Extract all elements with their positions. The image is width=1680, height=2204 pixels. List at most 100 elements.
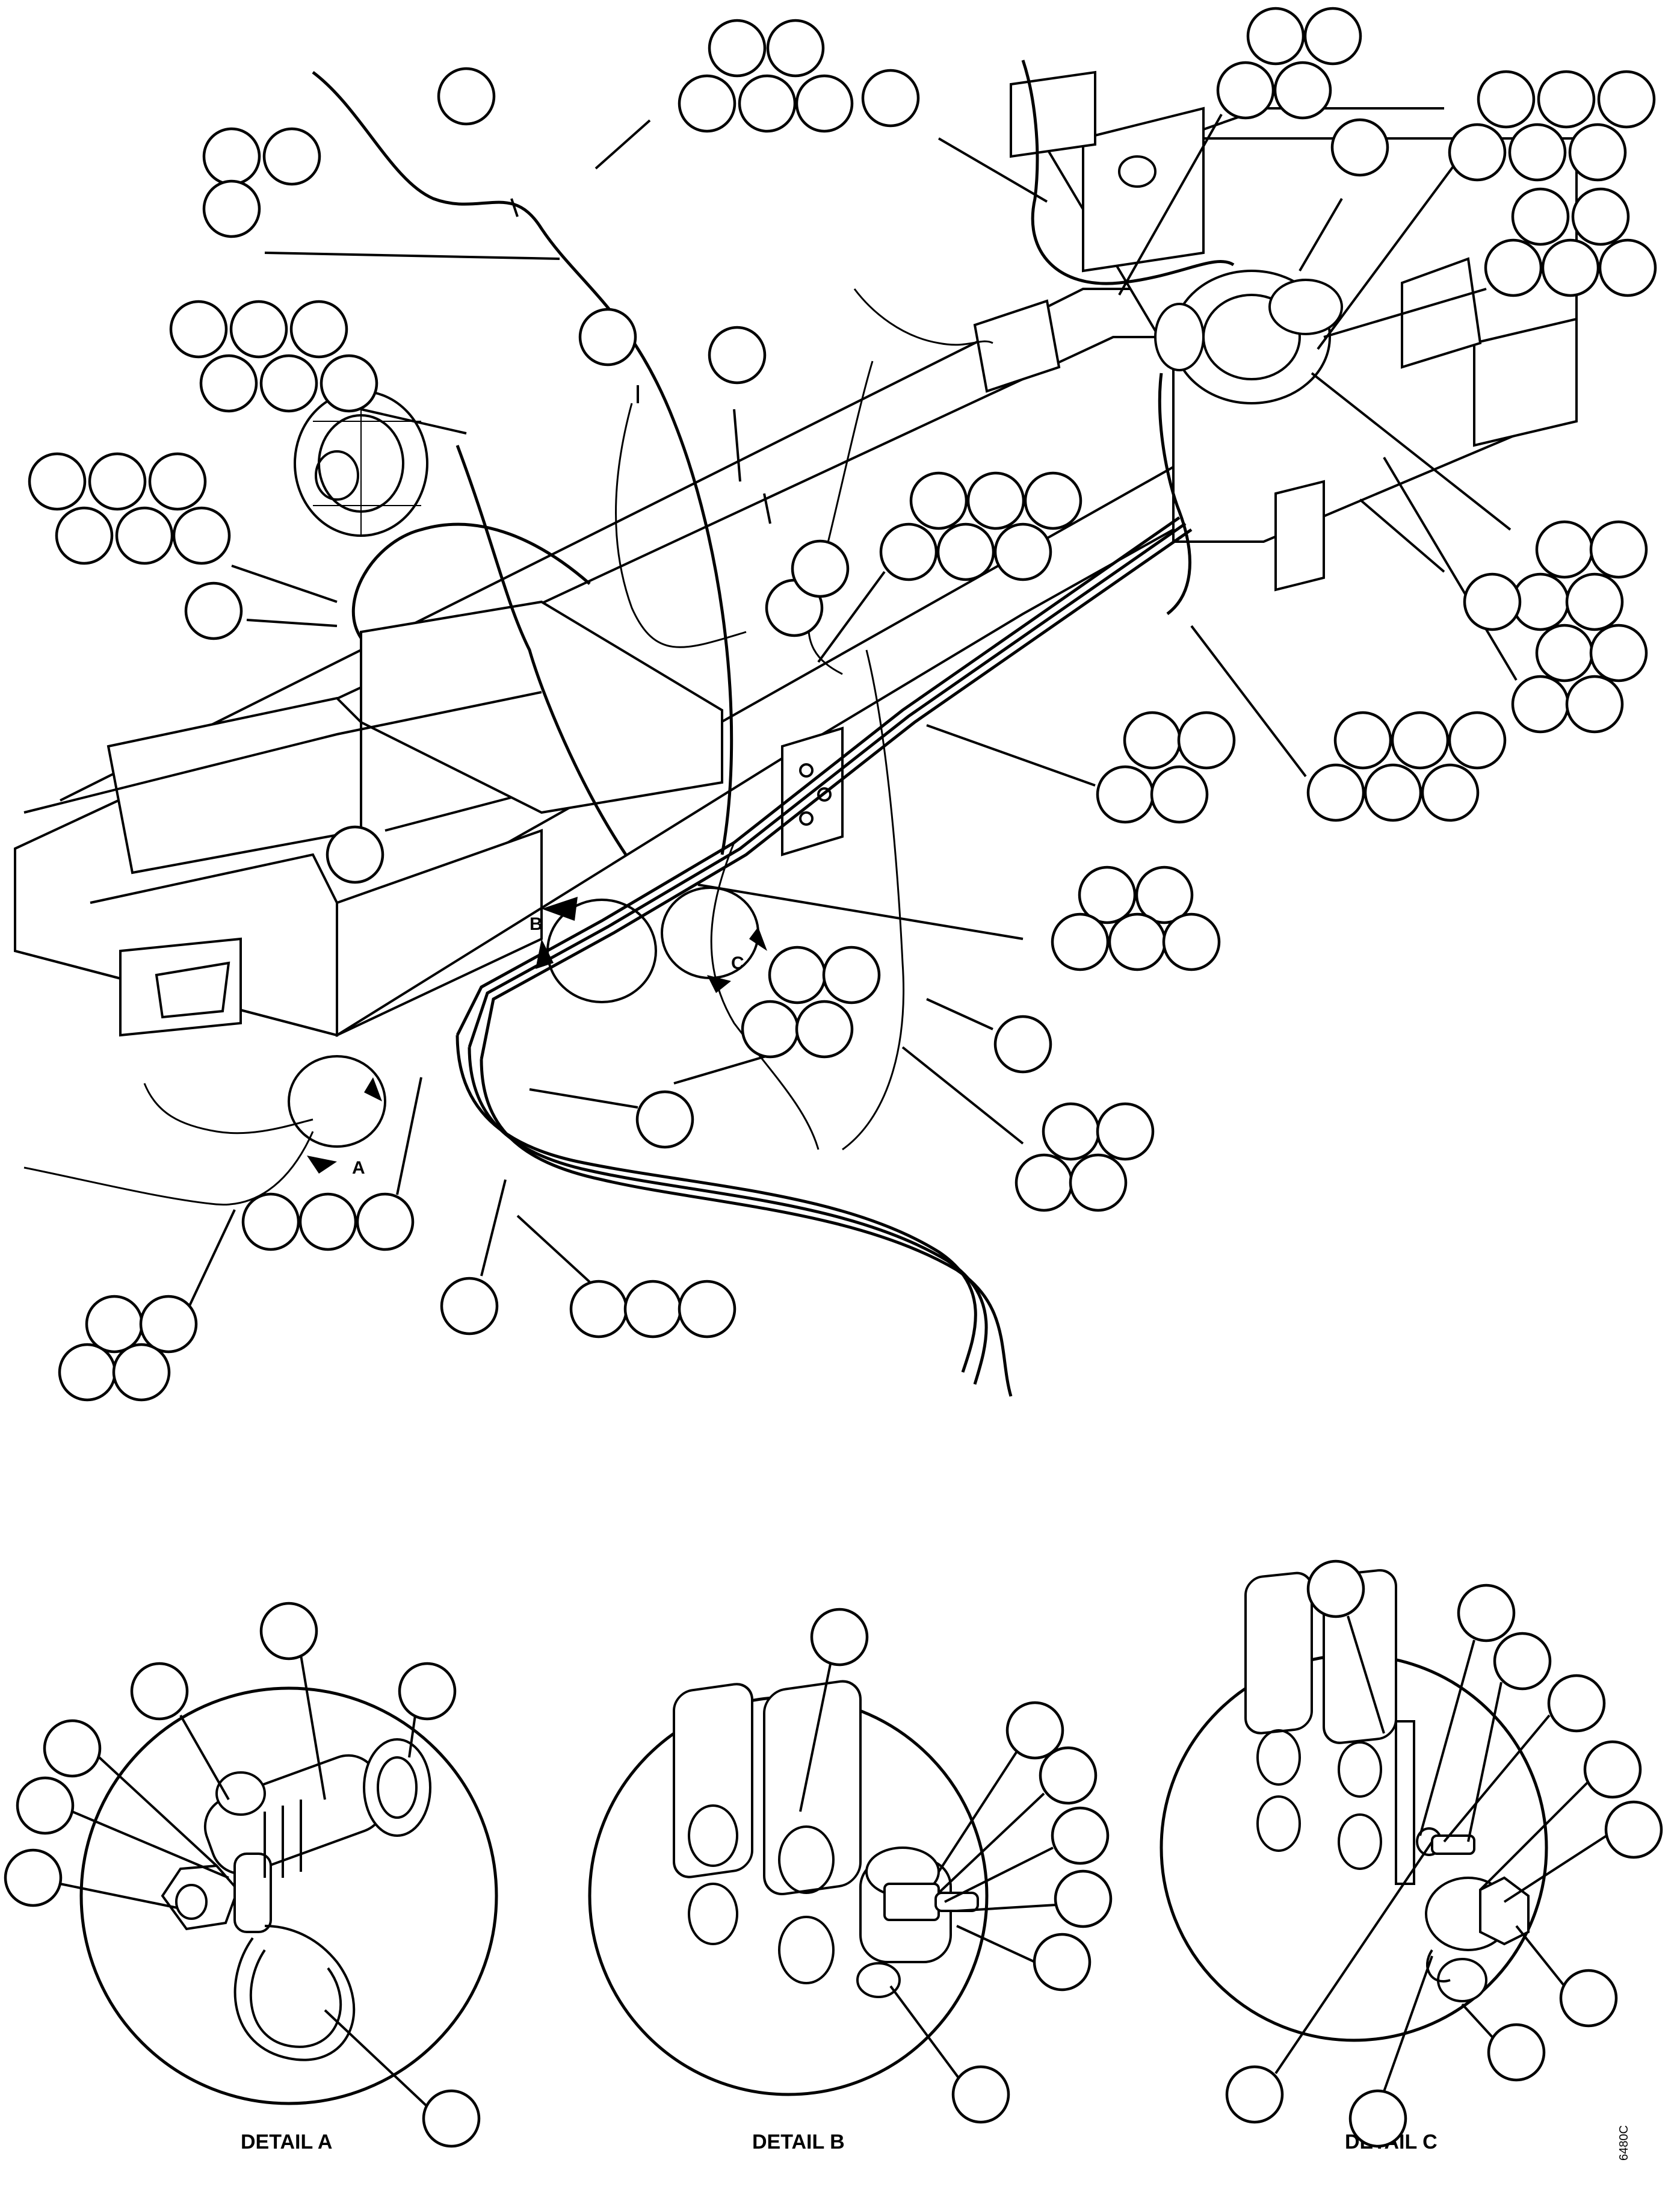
- callout-balloon-104: [1005, 1701, 1064, 1760]
- callout-balloon-53: [1565, 572, 1624, 631]
- leader-line: [98, 1756, 218, 1867]
- callout-balloon-43: [966, 471, 1025, 530]
- callout-balloon-75: [768, 946, 827, 1004]
- leader-line: [733, 409, 741, 482]
- leader-line: [185, 1209, 236, 1313]
- callout-balloon-77: [741, 1000, 800, 1059]
- callout-balloon-115: [1604, 1800, 1663, 1859]
- callout-balloon-19: [1568, 123, 1627, 182]
- leader-line: [926, 998, 993, 1030]
- callout-balloon-96: [259, 1602, 318, 1661]
- callout-balloon-31: [259, 354, 318, 413]
- callout-balloon-86: [298, 1192, 357, 1251]
- callout-balloon-15: [1537, 70, 1596, 129]
- leader-line: [1323, 288, 1487, 338]
- callout-balloon-95: [112, 1343, 171, 1402]
- callout-balloon-67: [1363, 763, 1422, 822]
- figure-id: 6480C: [1617, 2125, 1631, 2161]
- callout-balloon-17: [1448, 123, 1507, 182]
- callout-balloon-6: [202, 127, 261, 186]
- callout-balloon-10: [1246, 7, 1305, 66]
- callout-balloon-113: [1547, 1674, 1606, 1733]
- callout-balloon-32: [320, 354, 378, 413]
- leader-line: [1443, 1714, 1551, 1843]
- callout-balloon-4: [738, 74, 797, 133]
- callout-balloon-98: [398, 1662, 457, 1721]
- callout-balloon-101: [4, 1848, 63, 1907]
- callout-balloon-66: [1306, 763, 1365, 822]
- leader-line: [396, 1077, 422, 1195]
- leader-line: [72, 1810, 229, 1879]
- callout-balloon-26: [1330, 118, 1389, 177]
- leader-line: [231, 565, 338, 603]
- callout-balloon-118: [1225, 2065, 1284, 2124]
- callout-balloon-88: [440, 1277, 499, 1336]
- leader-line: [799, 1664, 832, 1812]
- callout-balloon-9: [437, 67, 496, 126]
- callout-balloon-44: [1024, 471, 1082, 530]
- callout-balloon-22: [1484, 238, 1543, 297]
- leader-line: [408, 1715, 416, 1758]
- callout-balloon-93: [139, 1295, 198, 1354]
- callout-balloon-30: [199, 354, 258, 413]
- callout-balloon-90: [623, 1280, 682, 1339]
- leader-line: [956, 1925, 1036, 1963]
- leader-line: [1311, 372, 1512, 531]
- callout-balloon-117: [1487, 2023, 1546, 2082]
- leader-line: [1317, 161, 1457, 350]
- callout-balloon-34: [708, 326, 767, 385]
- callout-balloon-14: [1477, 70, 1536, 129]
- callout-balloon-102: [422, 2089, 481, 2148]
- callout-balloon-25: [861, 69, 920, 128]
- leader-line: [1118, 114, 1223, 296]
- callout-balloons: [4, 7, 1663, 2148]
- callout-balloon-92: [85, 1295, 144, 1354]
- detail-b-caption: DETAIL B: [752, 2131, 845, 2153]
- callout-balloon-80: [1042, 1102, 1101, 1161]
- detail-c-view: DETAIL C: [1160, 1569, 1548, 2153]
- leader-line: [956, 1904, 1057, 1912]
- view-letter-b: B: [530, 914, 543, 934]
- leader-line: [1383, 456, 1518, 681]
- callout-balloon-27: [169, 300, 228, 359]
- callout-balloon-78: [795, 1000, 854, 1059]
- leader-line: [944, 1846, 1054, 1903]
- callout-balloon-37: [88, 452, 147, 511]
- callout-balloon-51: [1589, 520, 1648, 579]
- callout-balloon-33: [578, 308, 637, 367]
- callout-balloon-45: [879, 522, 938, 581]
- callout-balloon-111: [1457, 1583, 1516, 1642]
- callout-balloon-41: [172, 506, 231, 565]
- callout-balloon-114: [1583, 1740, 1642, 1799]
- leader-line: [901, 1046, 1024, 1145]
- callout-balloon-39: [55, 506, 114, 565]
- leader-line: [324, 2009, 428, 2108]
- callout-balloon-100: [16, 1776, 75, 1835]
- callout-balloon-68: [1421, 763, 1480, 822]
- leader-line: [1515, 1925, 1566, 1987]
- callout-balloon-2: [766, 19, 825, 78]
- leader-line: [673, 1052, 777, 1085]
- callout-balloon-36: [28, 452, 87, 511]
- callout-balloon-71: [1051, 912, 1110, 971]
- callout-balloon-61: [1096, 765, 1155, 824]
- view-letter-a: A: [352, 1158, 365, 1178]
- leader-line: [1299, 197, 1343, 272]
- callout-balloon-112: [1493, 1632, 1552, 1691]
- callout-balloon-57: [1565, 675, 1624, 734]
- leader-line: [926, 724, 1096, 787]
- leader-line: [300, 1655, 326, 1800]
- callout-balloon-23: [1541, 238, 1600, 297]
- callout-balloon-42: [909, 471, 968, 530]
- callout-balloon-3: [678, 74, 737, 133]
- callout-balloon-109: [951, 2065, 1010, 2124]
- leader-line: [529, 1088, 638, 1109]
- leader-line: [360, 408, 467, 435]
- callout-balloon-59: [1123, 711, 1182, 770]
- callout-balloon-5: [795, 74, 854, 133]
- callout-balloon-72: [1108, 912, 1167, 971]
- detail-a-caption: DETAIL A: [241, 2131, 332, 2153]
- callout-balloon-16: [1597, 70, 1656, 129]
- callout-balloon-55: [1589, 624, 1648, 683]
- leader-lines: [60, 114, 1608, 2108]
